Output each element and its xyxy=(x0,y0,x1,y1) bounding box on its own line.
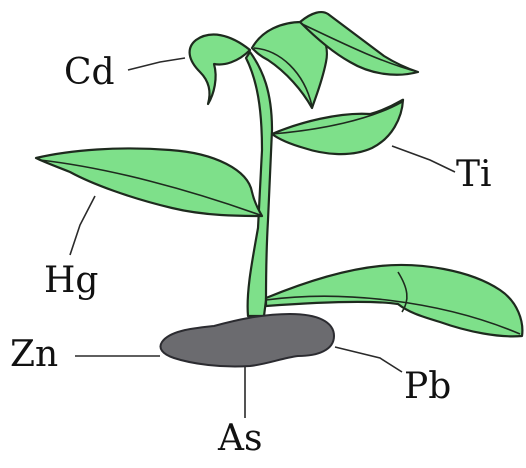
cd-leader-line xyxy=(128,58,185,70)
hg-leaf xyxy=(36,148,262,216)
ti-leaf xyxy=(272,100,403,154)
hg-leader-line xyxy=(70,196,95,255)
zn-label: Zn xyxy=(10,334,58,375)
soil-root-clump xyxy=(161,314,335,367)
cd-label: Cd xyxy=(64,52,115,93)
ti-label: Ti xyxy=(456,154,492,195)
as-label: As xyxy=(217,418,262,459)
cd-leaf xyxy=(190,35,250,104)
pb-leader-line xyxy=(335,347,402,372)
ti-leader-line xyxy=(392,146,455,172)
hg-label: Hg xyxy=(44,260,98,301)
pb-label: Pb xyxy=(404,366,451,407)
